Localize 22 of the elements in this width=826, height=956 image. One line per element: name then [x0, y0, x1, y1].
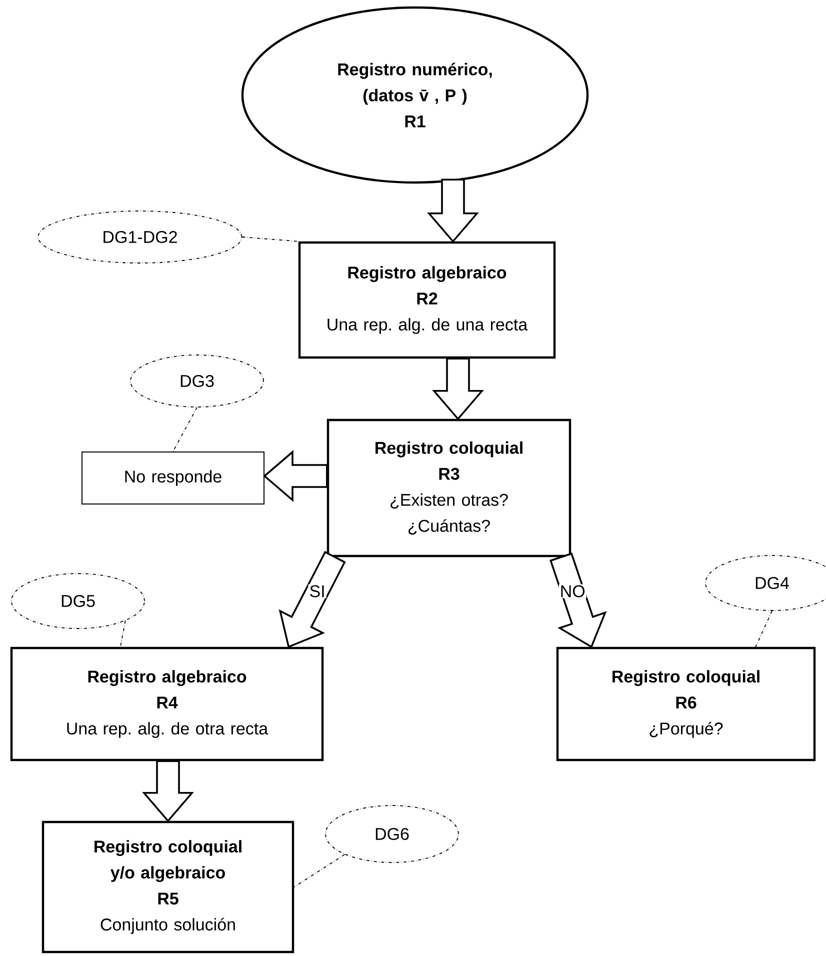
callout-bubble: DG3 — [130, 354, 264, 408]
block-arrow — [432, 358, 484, 420]
block-arrow — [263, 450, 328, 502]
leader-line — [120, 620, 126, 648]
process-box: Registro coloquial y/o algebraico R5 Conjunto solución — [42, 820, 294, 954]
edge-label: NO — [558, 584, 586, 598]
leader-line — [755, 610, 772, 648]
process-box: Registro coloquial R6 ¿Porqué? — [556, 646, 816, 762]
callout-bubble: DG4 — [705, 555, 826, 611]
process-box: Registro coloquial R3 ¿Existen otras? ¿Cuántas? — [326, 418, 572, 558]
block-arrow — [427, 178, 479, 243]
callout-bubble: DG1-DG2 — [38, 210, 242, 264]
edge-label: SI — [308, 584, 326, 598]
leader-line — [172, 407, 198, 452]
leader-line — [294, 854, 346, 888]
callout-bubble: DG5 — [11, 573, 145, 629]
leader-line — [242, 236, 299, 242]
process-box: Registro algebraico R2 Una rep. alg. de una recta — [298, 241, 556, 359]
process-box: No responde — [82, 452, 264, 504]
process-box: Registro algebraico R4 Una rep. alg. de otra recta — [10, 646, 324, 762]
block-arrow — [142, 760, 194, 822]
callout-bubble: DG6 — [325, 805, 459, 863]
